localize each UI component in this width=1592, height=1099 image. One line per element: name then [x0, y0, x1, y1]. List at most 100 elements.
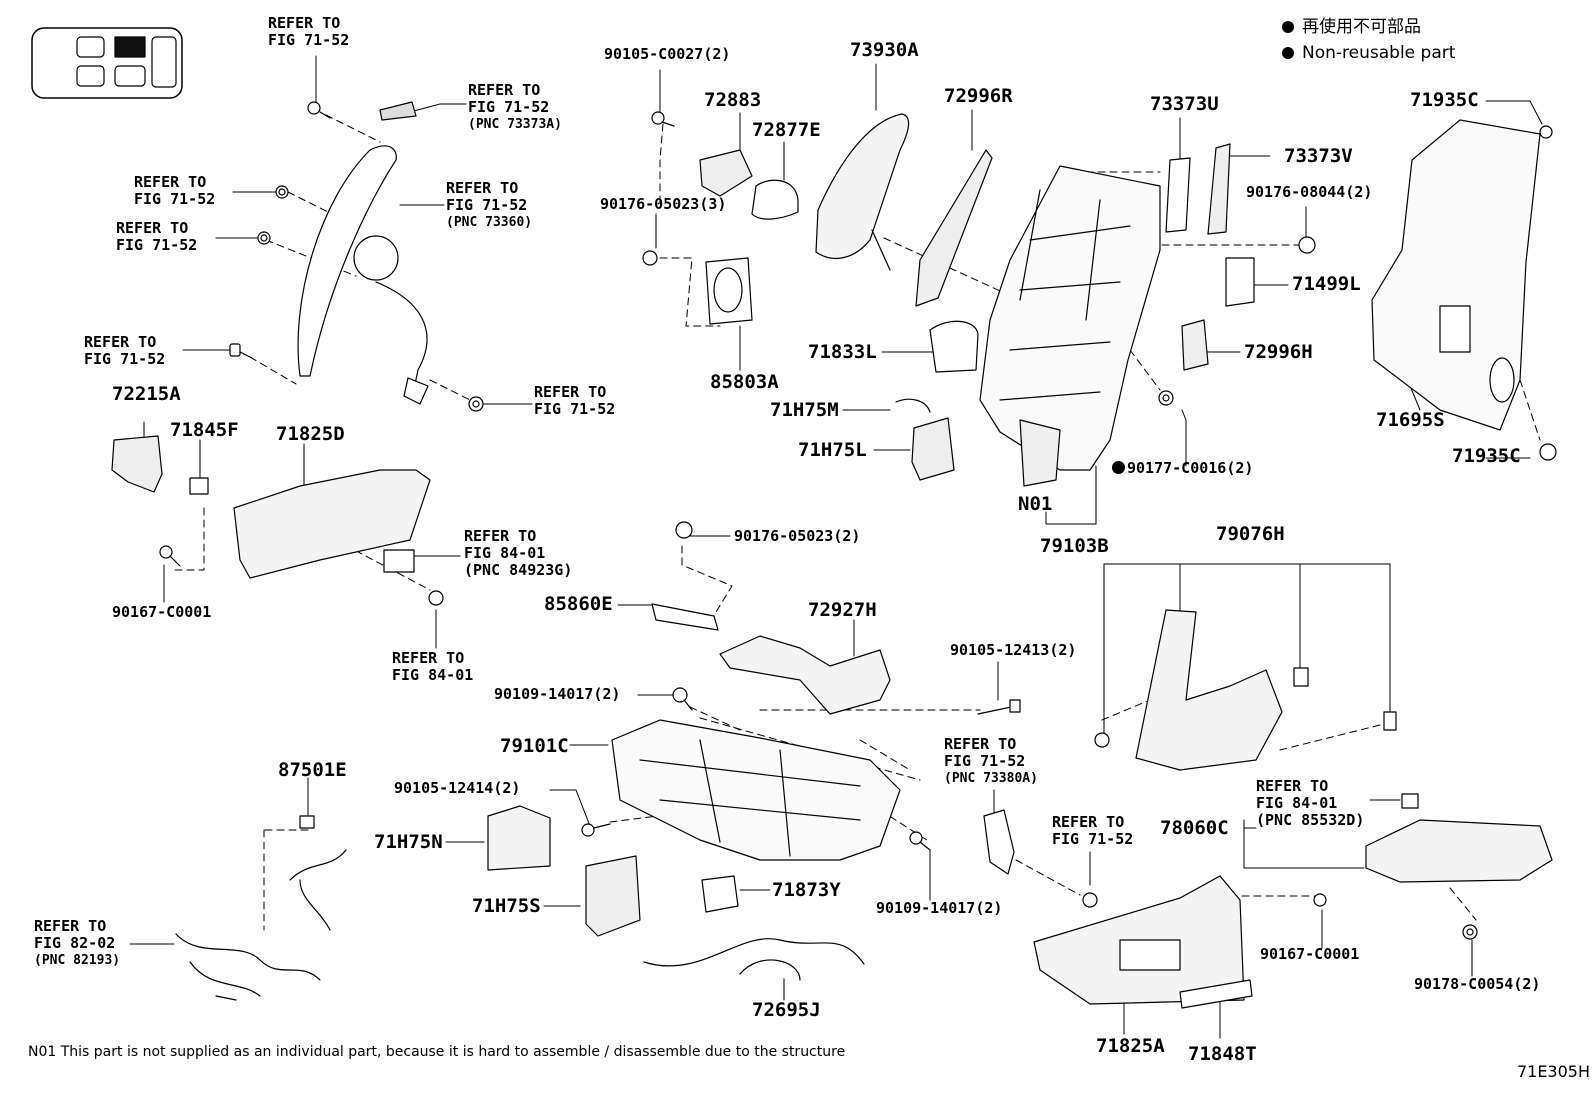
part-label[interactable]: N01 [1018, 493, 1053, 515]
refer-line: FIG 71-52 [468, 98, 550, 116]
refer-line: (PNC 82193) [34, 953, 121, 968]
fastener-label[interactable]: 90105-12413(2) [950, 641, 1077, 659]
refer-line: FIG 71-52 [944, 752, 1026, 770]
part-label[interactable]: 72883 [704, 89, 762, 111]
part-label[interactable]: 71825A [1096, 1035, 1165, 1057]
refer-line: FIG 84-01 [464, 544, 546, 562]
refer-line: REFER TO [1256, 777, 1329, 795]
part-label[interactable]: 78060C [1160, 817, 1229, 839]
refer-to-block[interactable]: REFER TO FIG 71-52 (PNC 73373A) [468, 82, 562, 133]
refer-line: FIG 84-01 [1256, 794, 1338, 812]
part-label[interactable]: 71935C [1410, 89, 1479, 111]
refer-to-block[interactable]: REFER TO FIG 71-52 [84, 334, 165, 368]
legend-en: Non-reusable part [1282, 42, 1455, 64]
refer-line: REFER TO [268, 14, 341, 32]
part-label[interactable]: 71H75M [770, 399, 839, 421]
fastener-label[interactable]: 90178-C0054(2) [1414, 975, 1541, 993]
refer-line: (PNC 73360) [446, 215, 533, 230]
part-label[interactable]: 72996R [944, 85, 1013, 107]
refer-line: REFER TO [134, 173, 207, 191]
refer-line: REFER TO [34, 917, 107, 935]
fastener-label[interactable]: 90177-C0016(2) [1112, 460, 1253, 477]
refer-to-block[interactable]: REFER TO FIG 84-01 (PNC 85532D) [1256, 778, 1364, 829]
refer-line: FIG 71-52 [1052, 830, 1134, 848]
legend-dot-icon [1282, 21, 1294, 33]
refer-line: REFER TO [392, 649, 465, 667]
part-label[interactable]: 79101C [500, 735, 569, 757]
footnote: N01 This part is not supplied as an indi… [28, 1044, 846, 1060]
part-label[interactable]: 79103B [1040, 535, 1109, 557]
part-label[interactable]: 85860E [544, 593, 613, 615]
part-label[interactable]: 79076H [1216, 523, 1285, 545]
fastener-label[interactable]: 90105-C0027(2) [604, 45, 731, 63]
part-label[interactable]: 72996H [1244, 341, 1313, 363]
refer-to-block[interactable]: REFER TO FIG 71-52 (PNC 73380A) [944, 736, 1038, 787]
part-label[interactable]: 87501E [278, 759, 347, 781]
part-label[interactable]: 71848T [1188, 1043, 1257, 1065]
refer-to-block[interactable]: REFER TO FIG 71-52 [134, 174, 215, 208]
part-label[interactable]: 71H75S [472, 895, 541, 917]
fastener-label[interactable]: 90167-C0001 [112, 603, 212, 621]
fastener-label[interactable]: 90109-14017(2) [494, 685, 621, 703]
refer-to-block[interactable]: REFER TO FIG 82-02 (PNC 82193) [34, 918, 120, 969]
non-reusable-dot-icon [1112, 461, 1125, 474]
refer-line: FIG 71-52 [116, 236, 198, 254]
refer-line: FIG 71-52 [134, 190, 216, 208]
figure-id: 71E305H [1516, 1062, 1590, 1081]
part-label[interactable]: 72927H [808, 599, 877, 621]
refer-to-block[interactable]: REFER TO FIG 71-52 [268, 15, 349, 49]
part-shapes [111, 101, 1557, 1009]
refer-line: FIG 71-52 [534, 400, 616, 418]
part-label[interactable]: 72877E [752, 119, 821, 141]
refer-line: (PNC 84923G) [464, 561, 573, 579]
part-label[interactable]: 71H75N [374, 831, 443, 853]
leader-lines [129, 55, 1543, 1039]
refer-line: (PNC 85532D) [1256, 811, 1365, 829]
part-label[interactable]: 71873Y [772, 879, 841, 901]
fastener-label[interactable]: 90176-05023(2) [734, 527, 861, 545]
part-label[interactable]: 71825D [276, 423, 345, 445]
refer-line: REFER TO [534, 383, 607, 401]
refer-line: FIG 71-52 [84, 350, 166, 368]
part-label[interactable]: 73930A [850, 39, 919, 61]
part-label[interactable]: 71935C [1452, 445, 1521, 467]
refer-to-block[interactable]: REFER TO FIG 71-52 [1052, 814, 1133, 848]
refer-line: (PNC 73380A) [944, 771, 1038, 786]
part-label[interactable]: 71H75L [798, 439, 867, 461]
part-label[interactable]: 73373V [1284, 145, 1353, 167]
refer-line: FIG 84-01 [392, 666, 474, 684]
refer-line: FIG 82-02 [34, 934, 116, 952]
part-label[interactable]: 85803A [710, 371, 779, 393]
refer-line: REFER TO [464, 527, 537, 545]
fastener-label[interactable]: 90105-12414(2) [394, 779, 521, 797]
fastener-label[interactable]: 90109-14017(2) [876, 899, 1003, 917]
refer-to-block[interactable]: REFER TO FIG 71-52 [534, 384, 615, 418]
refer-line: REFER TO [1052, 813, 1125, 831]
refer-to-block[interactable]: REFER TO FIG 71-52 [116, 220, 197, 254]
refer-line: FIG 71-52 [446, 196, 528, 214]
fastener-label[interactable]: 90176-05023(3) [600, 195, 727, 213]
part-label[interactable]: 71833L [808, 341, 877, 363]
fastener-label-text: 90177-C0016(2) [1127, 459, 1254, 477]
refer-to-block[interactable]: REFER TO FIG 84-01 [392, 650, 473, 684]
part-label[interactable]: 72695J [752, 999, 821, 1021]
refer-to-block[interactable]: REFER TO FIG 84-01 (PNC 84923G) [464, 528, 572, 579]
refer-to-block[interactable]: REFER TO FIG 71-52 (PNC 73360) [446, 180, 532, 231]
part-label[interactable]: 73373U [1150, 93, 1219, 115]
seat-locator-icon [31, 27, 183, 99]
fastener-label[interactable]: 90167-C0001 [1260, 945, 1360, 963]
fastener-label[interactable]: 90176-08044(2) [1246, 183, 1373, 201]
screw-icon [159, 101, 1557, 940]
refer-line: FIG 71-52 [268, 31, 350, 49]
refer-line: REFER TO [116, 219, 189, 237]
part-label[interactable]: 71695S [1376, 409, 1445, 431]
legend-text-jp: 再使用不可部品 [1302, 17, 1421, 37]
part-label[interactable]: 71845F [170, 419, 239, 441]
refer-line: REFER TO [944, 735, 1017, 753]
refer-line: (PNC 73373A) [468, 117, 562, 132]
part-label[interactable]: 71499L [1292, 273, 1361, 295]
legend-dot-icon [1282, 47, 1294, 59]
part-label[interactable]: 72215A [112, 383, 181, 405]
